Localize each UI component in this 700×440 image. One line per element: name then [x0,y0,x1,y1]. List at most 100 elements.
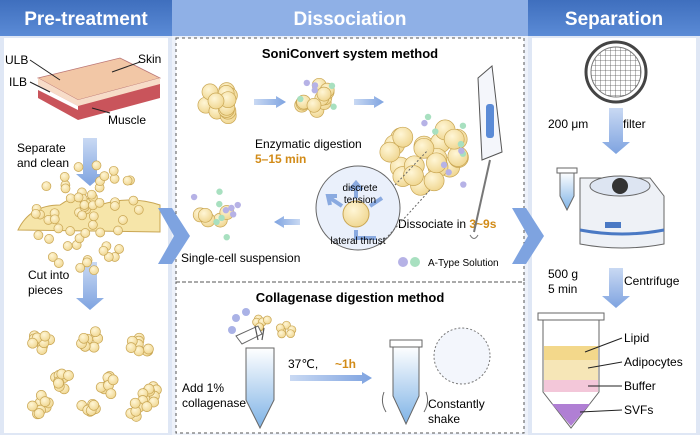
cell [73,162,84,172]
arrow-icon [354,96,384,108]
zoom-leader-1 [394,149,429,186]
cell [88,211,99,222]
collagenase-tube-2 [381,339,429,426]
cell-cluster-icon [30,160,144,276]
solution-dot [229,211,237,218]
small-tube-icon [556,167,578,212]
solution-dot [242,308,250,316]
cell [94,197,105,208]
cell [108,165,119,176]
solution-legend-label: A-Type Solution [428,258,499,269]
solution-dot [222,207,230,214]
cell [109,173,120,184]
centrifuge-param-1: 500 g [548,267,578,281]
header-separation: Separation [565,9,663,30]
cell [90,326,101,338]
solution-dot [424,113,432,121]
cell [88,220,98,230]
leader-lipid [584,337,623,353]
solution-dot [190,193,198,201]
cell [39,330,51,342]
collagenase-tube-1 [235,325,275,430]
cell [91,160,102,171]
cell [53,377,64,389]
cell [122,175,133,186]
cell [62,241,73,251]
cell [53,223,64,234]
leader-skin [111,61,141,73]
cell-cluster-icon [76,326,104,353]
shake-line2: shake [428,412,460,426]
cell [413,137,435,159]
leader-ilb [29,81,51,93]
cell [88,341,100,353]
shake-line1: Constantly [428,397,485,411]
cell [49,214,60,225]
cell [114,244,124,254]
layer-svfs: SVFs [624,403,653,417]
cell [141,401,153,412]
cell [53,258,64,268]
cell [286,329,295,339]
force-tension: tension [344,195,376,206]
cell [80,228,91,238]
cell-cluster-icon [27,330,55,355]
separation-tube-icon [537,312,605,429]
cell [41,181,52,192]
centrifuge-param-2: 5 min [548,282,577,296]
cell [403,165,424,186]
cell [82,257,92,268]
layer-lipid: Lipid [624,331,649,345]
cell-cluster-icon [275,320,297,339]
cell [77,210,87,221]
solution-dot [303,79,311,87]
shake-zoom-circle [433,327,491,385]
leader-adipocytes [587,361,623,369]
cell-cluster-icon [76,398,101,417]
header-pretreatment: Pre-treatment [24,9,148,30]
cell [88,399,100,411]
enzymatic-time: 5–15 min [255,152,306,166]
cell [423,170,445,192]
solution-dot [216,188,223,195]
single-cell-label: Single-cell suspension [181,251,300,265]
cell [95,227,106,238]
cell [262,315,272,325]
cell-cluster-icon [27,390,54,420]
chevron-arrow-icon [158,208,190,264]
cell [277,329,287,339]
leader-svfs [579,409,623,413]
force-discrete: discrete [342,183,377,194]
solution-dot [440,161,448,169]
cell [107,374,119,386]
cell [30,208,41,219]
cell [27,400,38,412]
solution-dot [223,233,230,241]
collagenase-add-line1: Add 1% [182,381,224,395]
solution-dot [232,314,240,322]
cell [60,183,71,194]
force-arrow-down [354,230,376,240]
cell [118,215,128,225]
solution-dot [228,326,236,334]
force-arrow-left [325,194,344,208]
legend-dot-green [410,257,420,267]
filter-mesh-icon [584,40,648,104]
cell [316,86,332,102]
cell [39,396,51,407]
zoom-cell [342,200,370,228]
solution-dot [216,200,223,208]
cell [447,146,469,167]
tissue-block-icon [36,57,162,120]
arrow-icon [254,96,286,108]
condition-temp: 37℃, [288,357,318,371]
collagenase-box [175,281,525,434]
zoom-leader-2 [379,189,431,246]
cell [392,126,414,148]
step-separate-line2: and clean [17,156,69,170]
solution-dot [432,128,439,135]
cell [143,343,154,355]
soniconvert-title: SoniConvert system method [262,46,438,61]
